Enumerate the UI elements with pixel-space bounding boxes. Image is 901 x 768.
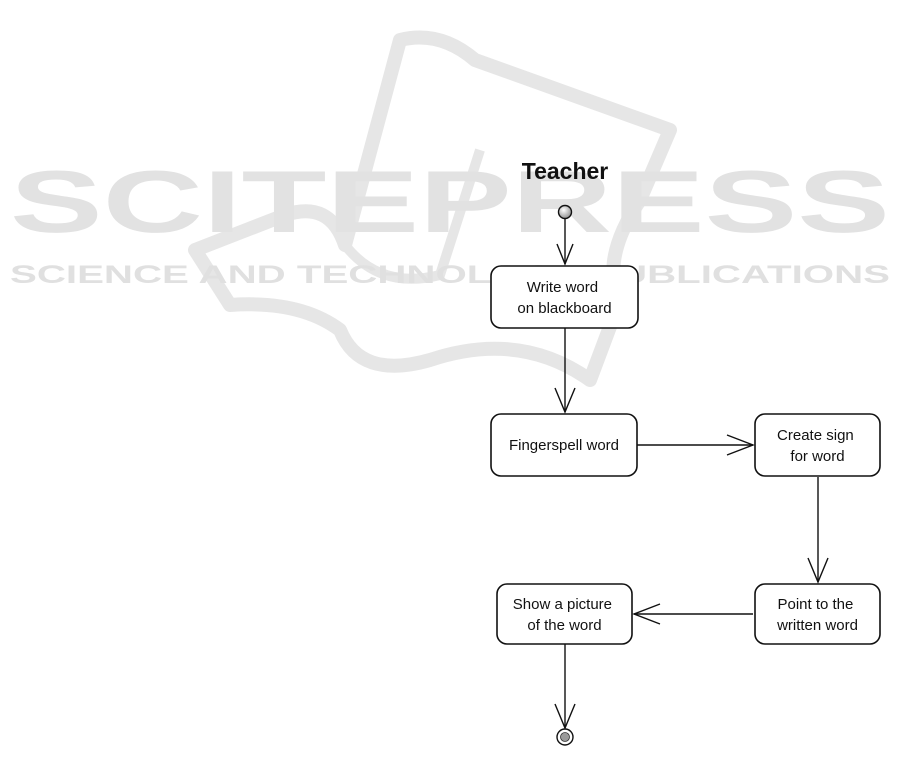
svg-text:Fingerspell word: Fingerspell word xyxy=(509,437,619,454)
swimlane-title: Teacher xyxy=(522,158,609,184)
edge-show-picture-to-end xyxy=(555,644,575,728)
activity-write-word: Write word on blackboard xyxy=(491,266,638,328)
start-node xyxy=(559,206,572,219)
end-node xyxy=(557,729,573,745)
activity-fingerspell-word: Fingerspell word xyxy=(491,414,637,476)
watermark: SCITEPRESS SCIENCE AND TECHNOLOGY PUBLIC… xyxy=(10,38,890,381)
activity-label-line: for word xyxy=(790,448,844,465)
activity-label-line: of the word xyxy=(527,617,601,634)
activity-show-picture: Show a picture of the word xyxy=(497,584,632,644)
activity-label-line: Show a picture xyxy=(513,596,612,613)
activity-create-sign: Create sign for word xyxy=(755,414,880,476)
watermark-brand: SCITEPRESS xyxy=(10,152,890,251)
edge-fingerspell-to-create-sign xyxy=(637,435,753,455)
edge-point-to-show-picture xyxy=(634,604,753,624)
activity-label-line: Create sign xyxy=(777,427,854,444)
watermark-tagline: SCIENCE AND TECHNOLOGY PUBLICATIONS xyxy=(10,261,890,289)
activity-label-line: on blackboard xyxy=(517,300,611,317)
activity-label-line: written word xyxy=(776,617,858,634)
activity-label-line: Fingerspell word xyxy=(509,437,619,454)
activity-label-line: Point to the xyxy=(777,596,853,613)
activity-point-to-word: Point to the written word xyxy=(755,584,880,644)
activity-label-line: Write word xyxy=(527,279,598,296)
edge-create-sign-to-point xyxy=(808,477,828,582)
